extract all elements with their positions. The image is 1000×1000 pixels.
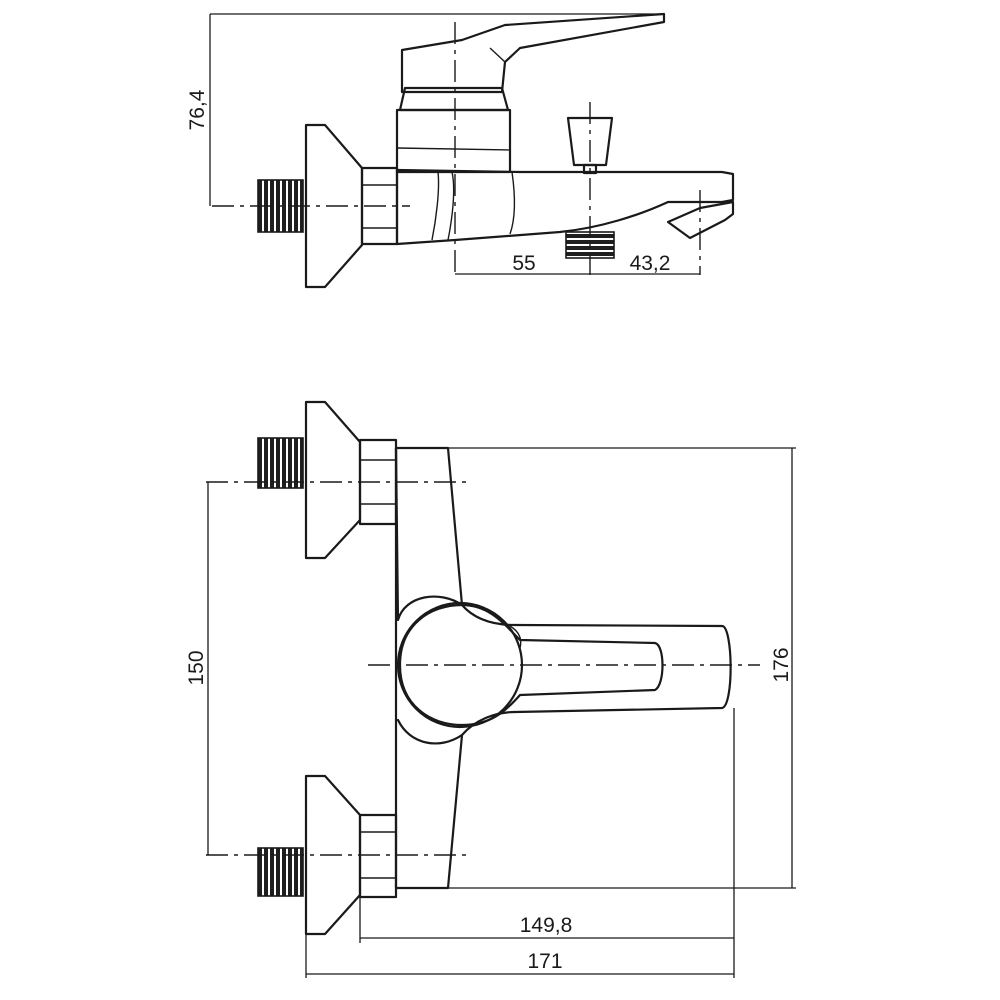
front-dim-body-height: 176 [770,647,793,682]
side-cap [398,86,510,112]
front-nut-lower [358,813,398,899]
side-view: 76,4 55 43,2 [186,12,735,289]
side-cartridge [395,108,512,174]
front-flange-upper [304,400,362,560]
front-inlet-thread-upper [257,437,304,489]
front-dim-depth-body: 149,8 [520,914,573,937]
side-dim-spout: 55 [512,252,535,275]
front-body [394,446,464,622]
front-dim-overall-depth: 171 [527,950,562,973]
side-diverter-knob [566,116,614,167]
side-dim-diverter: 43,2 [630,252,671,275]
side-dim-height: 76,4 [186,89,209,130]
side-body [395,168,735,246]
front-dim-center-distance: 150 [185,650,208,685]
side-lever [400,12,666,94]
front-view: 150 176 149,8 171 [185,400,796,978]
front-inlet-thread-lower [257,847,304,897]
